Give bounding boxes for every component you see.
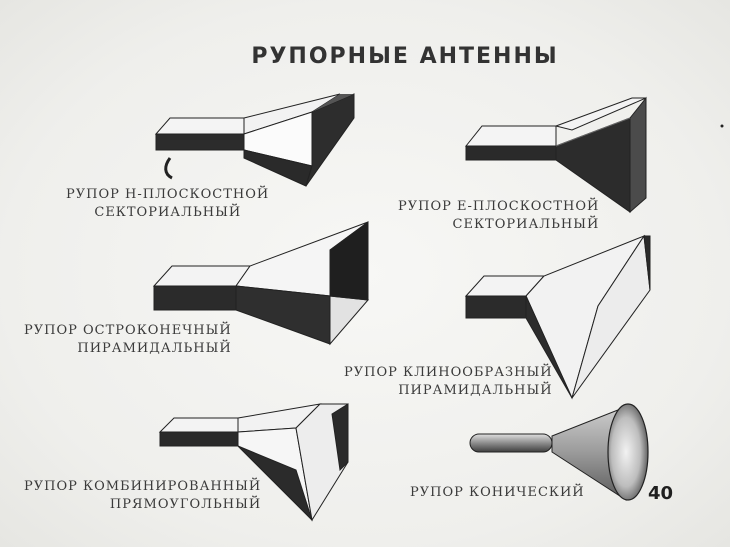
caption-line: СЕКТОРИАЛЬНЫЙ [452,217,600,232]
caption-line: РУПОР Е-ПЛОСКОСТНОЙ [398,199,600,214]
caption-line: ПИРАМИДАЛЬНЫЙ [77,341,232,356]
h-plane-sectoral-horn [154,93,355,187]
wedge-pyramidal-horn [464,234,651,400]
caption-line: РУПОР КОНИЧЕСКИЙ [410,485,585,500]
speck [720,124,724,128]
e-plane-sectoral-horn [464,96,647,214]
pointed-pyramidal-horn [152,221,370,346]
caption-line: РУПОР КЛИНООБРАЗНЫЙ [344,365,553,380]
caption-h-plane-sectoral: РУПОР Н-ПЛОСКОСТНОЙ СЕКТОРИАЛЬНЫЙ [66,186,269,222]
caption-line: РУПОР Н-ПЛОСКОСТНОЙ [66,187,270,202]
caption-line: РУПОР КОМБИНИРОВАННЫЙ [24,479,262,494]
conical-horn [469,403,649,501]
caption-e-plane-sectoral: РУПОР Е-ПЛОСКОСТНОЙ СЕКТОРИАЛЬНЫЙ [398,198,599,234]
caption-line: РУПОР ОСТРОКОНЕЧНЫЙ [24,323,232,338]
caption-combined-rectangular: РУПОР КОМБИНИРОВАННЫЙ ПРЯМОУГОЛЬНЫЙ [24,478,261,514]
caption-wedge-pyramidal: РУПОР КЛИНООБРАЗНЫЙ ПИРАМИДАЛЬНЫЙ [344,364,553,400]
caption-line: ПИРАМИДАЛЬНЫЙ [398,383,553,398]
combined-rectangular-horn [158,403,349,522]
caption-line: СЕКТОРИАЛЬНЫЙ [94,205,242,220]
page-number: 40 [648,483,674,504]
caption-line: ПРЯМОУГОЛЬНЫЙ [109,497,262,512]
caption-conical: РУПОР КОНИЧЕСКИЙ [410,484,585,502]
page-title: РУПОРНЫЕ АНТЕННЫ [251,44,559,69]
caption-pointed-pyramidal: РУПОР ОСТРОКОНЕЧНЫЙ ПИРАМИДАЛЬНЫЙ [24,322,232,358]
